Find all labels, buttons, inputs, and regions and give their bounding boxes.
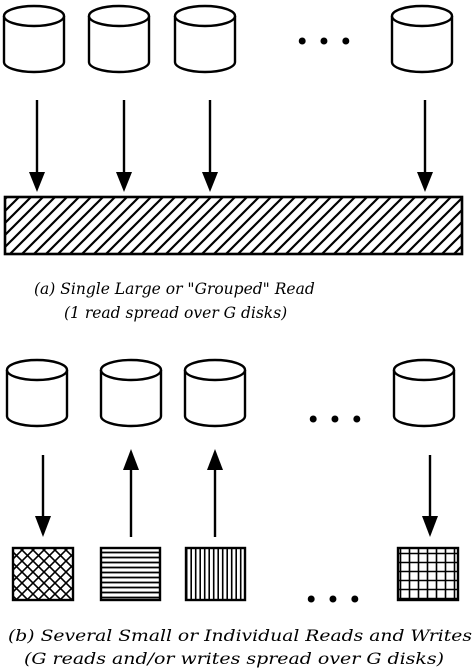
caption-a-line1: (a) Single Large or "Grouped" Read xyxy=(34,280,315,298)
caption-b-line1: (b) Several Small or Individual Reads an… xyxy=(8,627,472,645)
panel-b-individual-reads-writes: • • • • • • (b) Several Small or Individ… xyxy=(5,358,472,668)
panel-a-grouped-read: • • • (a) Single Large or "Grouped" Read… xyxy=(2,4,464,322)
arrow-down-icon xyxy=(417,100,433,192)
disk-icon xyxy=(173,4,237,74)
grouped-data-block xyxy=(3,195,464,256)
disk-icon xyxy=(392,358,456,428)
arrow-up-icon xyxy=(207,449,223,537)
vertical-lines-block xyxy=(184,546,247,602)
crosshatch-block xyxy=(11,546,75,602)
arrow-down-icon xyxy=(202,100,218,192)
ellipsis: • • • xyxy=(304,586,362,614)
disk-icon xyxy=(99,358,163,428)
arrow-down-icon xyxy=(35,455,51,537)
caption-a-line2: (1 read spread over G disks) xyxy=(64,304,287,322)
disk-icon xyxy=(2,4,66,74)
arrow-down-icon xyxy=(29,100,45,192)
caption-b-line2: (G reads and/or writes spread over G dis… xyxy=(24,650,444,668)
arrow-up-icon xyxy=(123,449,139,537)
grid-block xyxy=(396,546,460,602)
arrow-down-icon xyxy=(116,100,132,192)
disk-icon xyxy=(390,4,454,74)
disk-icon xyxy=(183,358,247,428)
ellipsis: • • • xyxy=(295,28,353,56)
arrow-down-icon xyxy=(422,455,438,537)
disk-icon xyxy=(5,358,69,428)
horizontal-lines-block xyxy=(99,546,162,602)
ellipsis: • • • xyxy=(306,406,364,434)
disk-icon xyxy=(87,4,151,74)
